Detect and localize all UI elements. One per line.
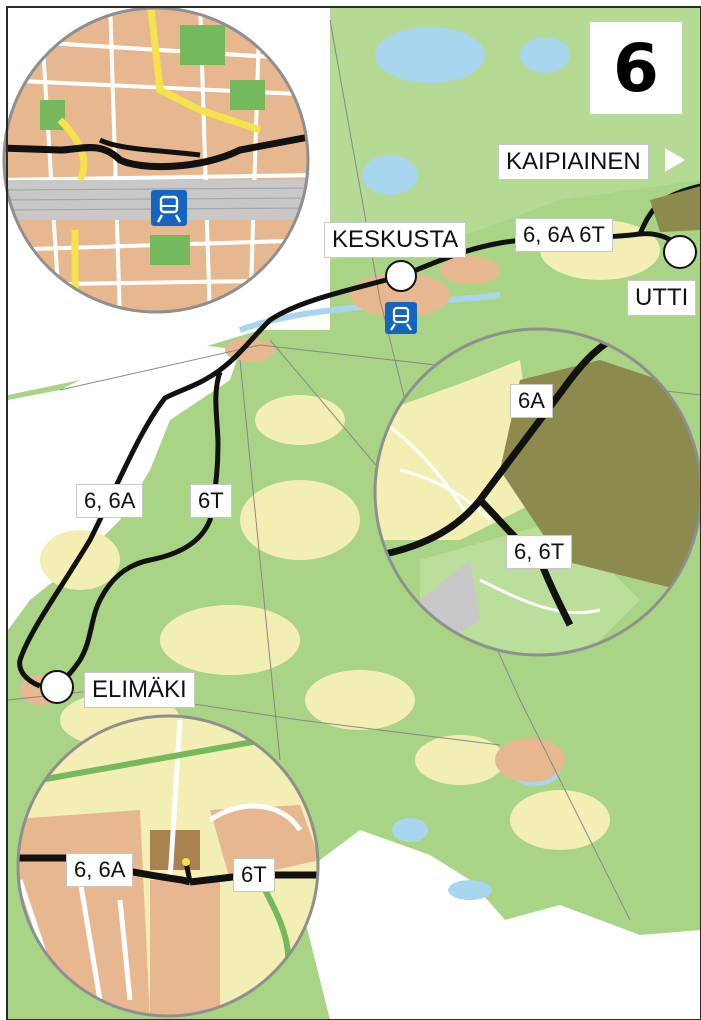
- military-area: [650, 186, 701, 232]
- train-icon: [385, 302, 417, 334]
- route-number-badge: 6: [590, 22, 682, 114]
- place-label-keskusta: KESKUSTA: [324, 222, 467, 258]
- stop-marker-utti[interactable]: [663, 235, 697, 269]
- place-label-elimaki: ELIMÄKI: [84, 672, 195, 708]
- direction-arrow-icon: [665, 148, 685, 172]
- inset-label-6-6a: 6, 6A: [66, 853, 134, 887]
- train-icon: [151, 190, 187, 226]
- route-line-west: [17, 273, 402, 689]
- inset-label-6a: 6A: [510, 384, 553, 418]
- stop-marker-keskusta[interactable]: [385, 260, 417, 292]
- inset-label-6-6t: 6, 6T: [506, 535, 573, 569]
- place-label-utti: UTTI: [627, 280, 697, 316]
- route-label-utti-branch: 6, 6A 6T: [515, 218, 613, 252]
- inset-city-centre: [2, 6, 310, 314]
- route-label-east-branch: 6T: [190, 484, 232, 518]
- place-label-kaipiainen: KAIPIAINEN: [498, 144, 649, 180]
- route-line-east: [54, 371, 223, 689]
- stop-marker-elimaki[interactable]: [40, 670, 74, 704]
- route-label-west-branch: 6, 6A: [76, 484, 144, 518]
- inset-label-6t: 6T: [233, 858, 275, 892]
